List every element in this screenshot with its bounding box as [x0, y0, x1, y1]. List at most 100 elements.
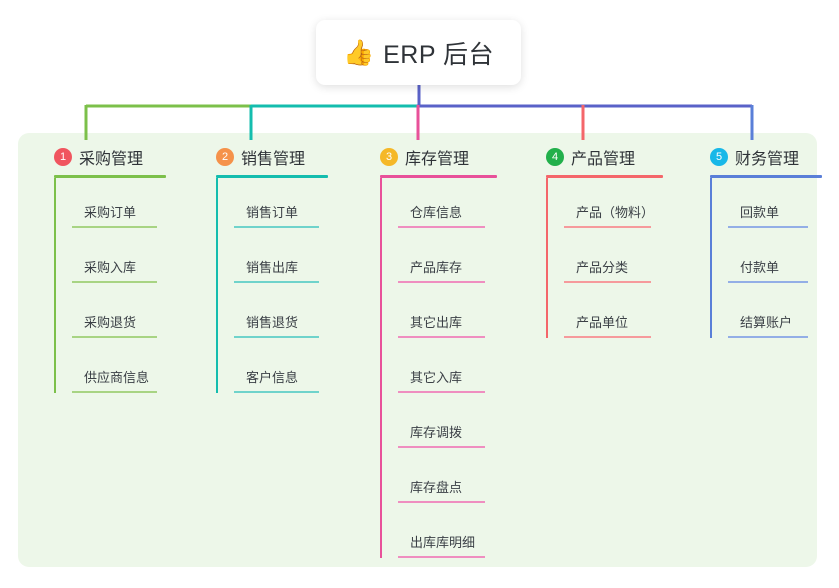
- branch-item-label: 产品（物料）: [576, 205, 655, 220]
- branch-underline-3: [380, 175, 497, 178]
- branch-header-5[interactable]: 5 财务管理: [692, 145, 822, 169]
- branch-item-underline: [728, 336, 808, 338]
- branch-item-underline: [72, 336, 157, 338]
- branch-title-4: 产品管理: [571, 151, 636, 168]
- branch-item-list-5: 回款单付款单结算账户: [692, 178, 822, 343]
- branch-item[interactable]: 其它入库: [380, 343, 512, 398]
- branch-item-list-1: 采购订单采购入库采购退货供应商信息: [36, 178, 186, 398]
- branch-item[interactable]: 采购退货: [54, 288, 186, 343]
- branch-spine-3: [380, 178, 382, 558]
- branch-item-label: 采购订单: [84, 205, 137, 220]
- branch-underline-1: [54, 175, 166, 178]
- branch-item-label: 产品分类: [576, 260, 629, 275]
- branch-item[interactable]: 产品单位: [546, 288, 678, 343]
- branch-spine-4: [546, 178, 548, 338]
- branch-title-1: 采购管理: [79, 151, 144, 168]
- branch-item-underline: [234, 336, 319, 338]
- branch-badge-3: 3: [380, 148, 398, 166]
- branch-item-label: 仓库信息: [410, 205, 463, 220]
- branch-item-label: 库存调拨: [410, 425, 463, 440]
- branch-item-underline: [728, 281, 808, 283]
- branch-item-label: 其它入库: [410, 370, 463, 385]
- branch-item-label: 付款单: [740, 260, 780, 275]
- root-title: ERP 后台: [383, 40, 495, 69]
- branch-item-underline: [234, 391, 319, 393]
- branch-item-label: 产品单位: [576, 315, 629, 330]
- branch-header-3[interactable]: 3 库存管理: [362, 145, 512, 169]
- branch-item[interactable]: 结算账户: [710, 288, 822, 343]
- branch-item-underline: [234, 281, 319, 283]
- branch-header-1[interactable]: 1 采购管理: [36, 145, 186, 169]
- branch-item-label: 采购退货: [84, 315, 137, 330]
- branch-item-label: 采购入库: [84, 260, 137, 275]
- branch-item[interactable]: 产品库存: [380, 233, 512, 288]
- branch-title-3: 库存管理: [405, 151, 470, 168]
- branch-item-underline: [398, 336, 485, 338]
- branch-item-underline: [398, 446, 485, 448]
- branch-item[interactable]: 销售订单: [216, 178, 348, 233]
- branch-item[interactable]: 供应商信息: [54, 343, 186, 398]
- branch-spine-1: [54, 178, 56, 393]
- branch-badge-4: 4: [546, 148, 564, 166]
- branch-item[interactable]: 客户信息: [216, 343, 348, 398]
- branch-item[interactable]: 回款单: [710, 178, 822, 233]
- branch-item-label: 出库库明细: [410, 535, 476, 550]
- branch-column-5: 5 财务管理回款单付款单结算账户: [692, 145, 822, 343]
- branch-item-underline: [398, 501, 485, 503]
- branch-item-label: 结算账户: [740, 315, 793, 330]
- branch-header-4[interactable]: 4 产品管理: [528, 145, 678, 169]
- branch-item-underline: [564, 336, 651, 338]
- branch-item-underline: [398, 226, 485, 228]
- branch-item-label: 销售退货: [246, 315, 299, 330]
- branches-panel: [18, 133, 817, 567]
- branch-column-3: 3 库存管理仓库信息产品库存其它出库其它入库库存调拨库存盘点出库库明细: [362, 145, 512, 563]
- branch-item[interactable]: 付款单: [710, 233, 822, 288]
- branch-item-underline: [234, 226, 319, 228]
- branch-item[interactable]: 采购订单: [54, 178, 186, 233]
- branch-item[interactable]: 库存调拨: [380, 398, 512, 453]
- branch-item-underline: [564, 281, 651, 283]
- branch-item-label: 产品库存: [410, 260, 463, 275]
- branch-item-underline: [728, 226, 808, 228]
- branch-item-label: 其它出库: [410, 315, 463, 330]
- branch-item-label: 销售出库: [246, 260, 299, 275]
- branch-badge-1: 1: [54, 148, 72, 166]
- branch-underline-4: [546, 175, 663, 178]
- branch-item-label: 销售订单: [246, 205, 299, 220]
- branch-column-4: 4 产品管理产品（物料） 产品分类产品单位: [528, 145, 678, 343]
- branch-underline-2: [216, 175, 328, 178]
- branch-item-label: 客户信息: [246, 370, 299, 385]
- branch-item[interactable]: 产品（物料）: [546, 178, 678, 233]
- branch-item-label: 回款单: [740, 205, 780, 220]
- root-node-card[interactable]: 👍 ERP 后台: [316, 20, 521, 85]
- branch-item-underline: [398, 281, 485, 283]
- branch-item-label: 供应商信息: [84, 370, 150, 385]
- branch-item[interactable]: 销售出库: [216, 233, 348, 288]
- branch-item-list-2: 销售订单销售出库销售退货客户信息: [198, 178, 348, 398]
- branch-badge-5: 5: [710, 148, 728, 166]
- branch-item[interactable]: 产品分类: [546, 233, 678, 288]
- branch-item-underline: [72, 226, 157, 228]
- branch-column-1: 1 采购管理采购订单采购入库采购退货供应商信息: [36, 145, 186, 398]
- branch-item[interactable]: 仓库信息: [380, 178, 512, 233]
- branch-item[interactable]: 其它出库: [380, 288, 512, 343]
- branch-item-underline: [398, 391, 485, 393]
- branch-spine-5: [710, 178, 712, 338]
- branch-item-underline: [398, 556, 485, 558]
- branch-item-underline: [72, 391, 157, 393]
- branch-item-underline: [72, 281, 157, 283]
- branch-column-2: 2 销售管理销售订单销售出库销售退货客户信息: [198, 145, 348, 398]
- branch-header-2[interactable]: 2 销售管理: [198, 145, 348, 169]
- branch-item[interactable]: 库存盘点: [380, 453, 512, 508]
- branch-badge-2: 2: [216, 148, 234, 166]
- branch-item[interactable]: 销售退货: [216, 288, 348, 343]
- branch-item-underline: [564, 226, 651, 228]
- branch-item[interactable]: 出库库明细: [380, 508, 512, 563]
- thumbs-up-icon: 👍: [342, 38, 375, 67]
- branch-item-list-3: 仓库信息产品库存其它出库其它入库库存调拨库存盘点出库库明细: [362, 178, 512, 563]
- branch-item[interactable]: 采购入库: [54, 233, 186, 288]
- branch-title-2: 销售管理: [241, 151, 306, 168]
- branch-title-5: 财务管理: [735, 151, 800, 168]
- branch-item-label: 库存盘点: [410, 480, 463, 495]
